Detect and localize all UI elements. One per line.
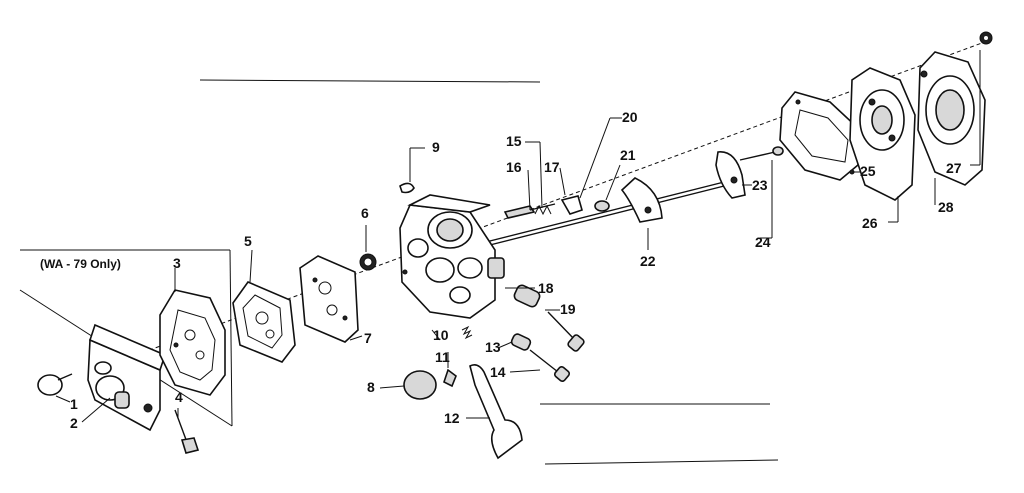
- label-1: 1: [70, 396, 78, 412]
- label-15: 15: [506, 133, 522, 149]
- label-21: 21: [620, 147, 636, 163]
- leader-lines: [55, 50, 981, 423]
- label-5: 5: [244, 233, 252, 249]
- part-10-spring: [461, 325, 473, 340]
- label-13: 13: [485, 339, 501, 355]
- label-20: 20: [622, 109, 638, 125]
- label-10: 10: [433, 327, 449, 343]
- part-2-pump-cover: [87, 323, 166, 432]
- assembly-axis: [89, 39, 991, 373]
- label-4: 4: [175, 389, 183, 405]
- part-27-screw: [979, 31, 993, 45]
- part-5-gasket: [232, 281, 296, 363]
- label-23: 23: [752, 177, 768, 193]
- part-8-disc: [403, 370, 437, 400]
- carburetor-body: [399, 194, 505, 319]
- label-24: 24: [755, 234, 771, 250]
- label-18: 18: [538, 280, 554, 296]
- part-28-cover: [917, 51, 986, 186]
- label-12: 12: [444, 410, 460, 426]
- part-22-arm: [620, 177, 663, 223]
- part-16-needle: [503, 203, 556, 219]
- part-19-screw: [547, 311, 585, 352]
- label-2: 2: [70, 415, 78, 431]
- part-1-screw: [37, 373, 73, 396]
- part-13-spring: [510, 333, 532, 351]
- part-21-screw: [594, 200, 610, 212]
- part-25-gasket: [779, 91, 861, 181]
- label-27: 27: [946, 160, 962, 176]
- label-22: 22: [640, 253, 656, 269]
- label-9: 9: [432, 139, 440, 155]
- part-26-diaphragm: [849, 67, 916, 201]
- label-3: 3: [173, 255, 181, 271]
- part-23-lever: [715, 151, 746, 199]
- label-16: 16: [506, 159, 522, 175]
- part-18-spring: [513, 284, 541, 308]
- part-7-diaphragm: [299, 255, 359, 343]
- label-7: 7: [364, 330, 372, 346]
- part-6-filter: [359, 253, 377, 271]
- part-4-screw: [174, 409, 200, 454]
- label-6: 6: [361, 205, 369, 221]
- part-12-lever: [469, 364, 523, 460]
- part-9-clip: [399, 182, 415, 194]
- part-11-needle: [443, 368, 457, 388]
- label-17: 17: [544, 159, 560, 175]
- part-14-screw: [529, 349, 571, 383]
- note-wa-79: (WA - 79 Only): [40, 257, 121, 271]
- part-3-plate: [159, 289, 226, 396]
- label-28: 28: [938, 199, 954, 215]
- label-26: 26: [862, 215, 878, 231]
- part-labels: (WA - 79 Only) 1 2 3 4 5 6 7 8 9 10 11 1…: [40, 109, 962, 431]
- label-11: 11: [435, 349, 450, 365]
- part-17-lever: [560, 195, 583, 215]
- label-25: 25: [860, 163, 876, 179]
- label-8: 8: [367, 379, 375, 395]
- label-19: 19: [560, 301, 576, 317]
- label-14: 14: [490, 364, 506, 380]
- part-24-screw: [739, 146, 784, 161]
